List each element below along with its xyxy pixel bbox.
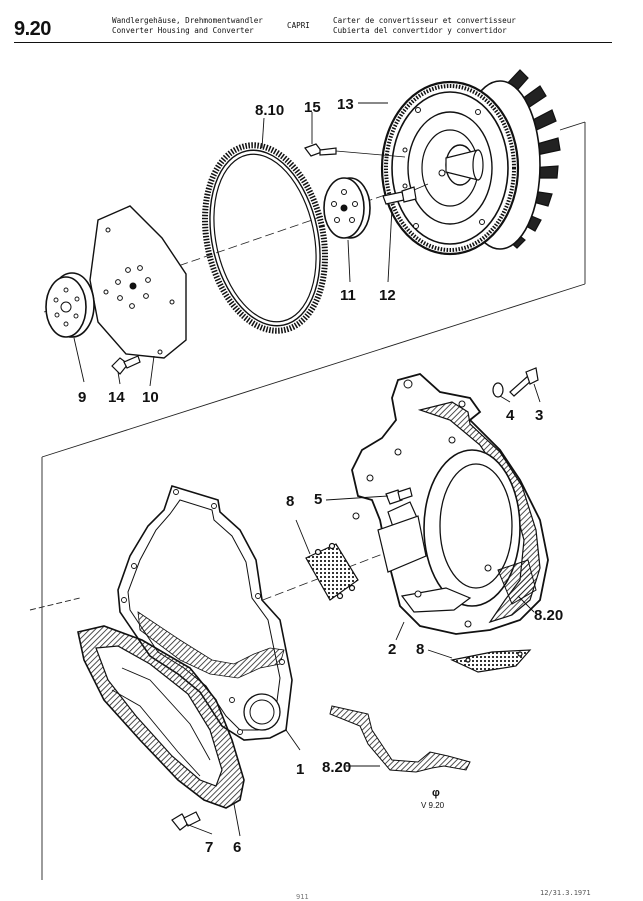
title-english: Converter Housing and Converter — [112, 25, 254, 35]
cover-plate-6 — [77, 625, 245, 809]
title-french: Carter de convertisseur et convertisseur — [333, 16, 516, 25]
callout-labels: 8.10 15 13 11 12 9 14 10 4 3 5 8 8.20 2 … — [78, 96, 563, 856]
exploded-frame-lines — [29, 121, 586, 880]
bolt-7 — [171, 811, 201, 831]
title-german: Wandlergehäuse, Drehmomentwandler — [112, 16, 263, 25]
page-number: 9.20 — [14, 18, 51, 40]
callout-3: 3 — [535, 407, 543, 424]
leader-lines — [73, 102, 541, 837]
callout-8-upper: 8 — [286, 493, 294, 510]
adapter-9 — [45, 272, 95, 338]
bolt-5 — [385, 487, 413, 505]
converter-housing — [351, 373, 549, 635]
flex-plate — [89, 205, 187, 359]
header-titles-right: Carter de convertisseur et convertisseur… — [333, 16, 516, 35]
callout-8-20-seal: 8.20 — [322, 759, 351, 776]
callout-1: 1 — [296, 761, 304, 778]
callout-2: 2 — [388, 641, 396, 658]
cover-plate-8-lower — [450, 649, 532, 673]
bolt-14 — [111, 355, 141, 375]
callout-4: 4 — [506, 407, 515, 424]
callout-9: 9 — [78, 389, 86, 406]
footer-stamp: 12/31.3.1971 — [540, 889, 591, 897]
seal-8-20-lower — [329, 705, 471, 773]
drive-plate-hub — [323, 177, 371, 239]
header-titles-left: Wandlergehäuse, Drehmomentwandler Conver… — [112, 16, 263, 35]
model-name: CAPRI — [287, 21, 310, 30]
ring-gear — [201, 142, 329, 334]
callout-8-lower: 8 — [416, 641, 424, 658]
callout-13: 13 — [337, 96, 354, 113]
gasket-1 — [117, 485, 293, 741]
footer-page-number: 911 — [296, 893, 309, 901]
callout-14: 14 — [108, 389, 125, 406]
callout-7: 7 — [205, 839, 213, 856]
callout-6: 6 — [233, 839, 241, 856]
torque-converter — [380, 69, 561, 256]
callout-15: 15 — [304, 99, 321, 116]
callout-10: 10 — [142, 389, 159, 406]
figure-reference: φ V 9.20 — [421, 787, 445, 810]
callout-8-10: 8.10 — [255, 102, 284, 119]
figure-symbol: φ — [432, 787, 440, 799]
header-rule — [14, 42, 612, 43]
bolt-15 — [304, 143, 406, 158]
callout-11: 11 — [340, 287, 356, 304]
bolt-3-washer-4 — [492, 367, 539, 398]
figure-code: V 9.20 — [421, 801, 445, 810]
callout-8-20-housing: 8.20 — [534, 607, 563, 624]
cover-plate-8-upper — [305, 542, 359, 601]
bolt-12 — [382, 183, 429, 205]
callout-5: 5 — [314, 491, 322, 508]
title-spanish: Cubierta del convertidor y convertidor — [333, 25, 507, 35]
callout-12: 12 — [379, 287, 396, 304]
